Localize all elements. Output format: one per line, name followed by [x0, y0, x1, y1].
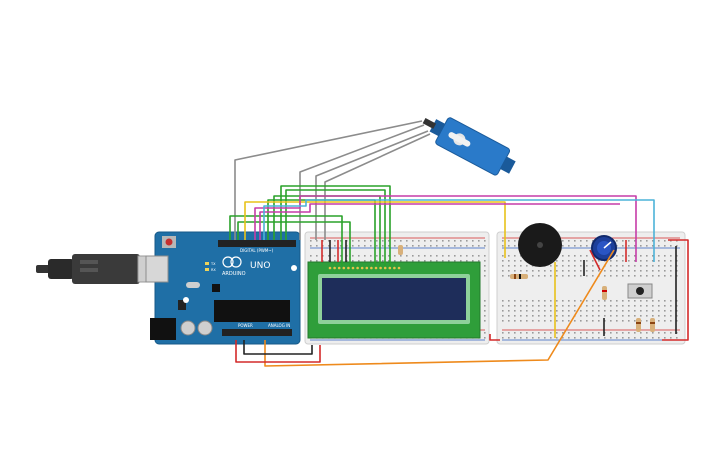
potentiometer[interactable] — [591, 235, 617, 261]
tx-label: TX — [210, 262, 216, 266]
lcd-screen — [322, 278, 466, 320]
analog-label: ANALOG IN — [268, 323, 290, 328]
rx-label: RX — [211, 268, 216, 272]
power-label: POWER — [238, 323, 253, 328]
atmega-chip — [214, 300, 290, 322]
piezo-buzzer[interactable] — [518, 223, 562, 267]
arduino-uno[interactable]: DIGITAL (PWM~) ARDUINO UNO TX RX POWER A… — [145, 231, 301, 345]
micro-servo[interactable] — [417, 107, 519, 180]
push-button[interactable] — [627, 283, 653, 299]
wires — [229, 120, 689, 367]
lcd-16x2[interactable] — [307, 261, 481, 339]
brand-label: ARDUINO — [222, 271, 246, 277]
power-header[interactable] — [222, 329, 292, 336]
digital-header[interactable] — [218, 240, 296, 247]
arduino-logo-icon — [222, 256, 234, 268]
digital-label: DIGITAL (PWM~) — [240, 248, 274, 253]
resistors — [398, 245, 655, 332]
model-label: UNO — [250, 261, 270, 271]
